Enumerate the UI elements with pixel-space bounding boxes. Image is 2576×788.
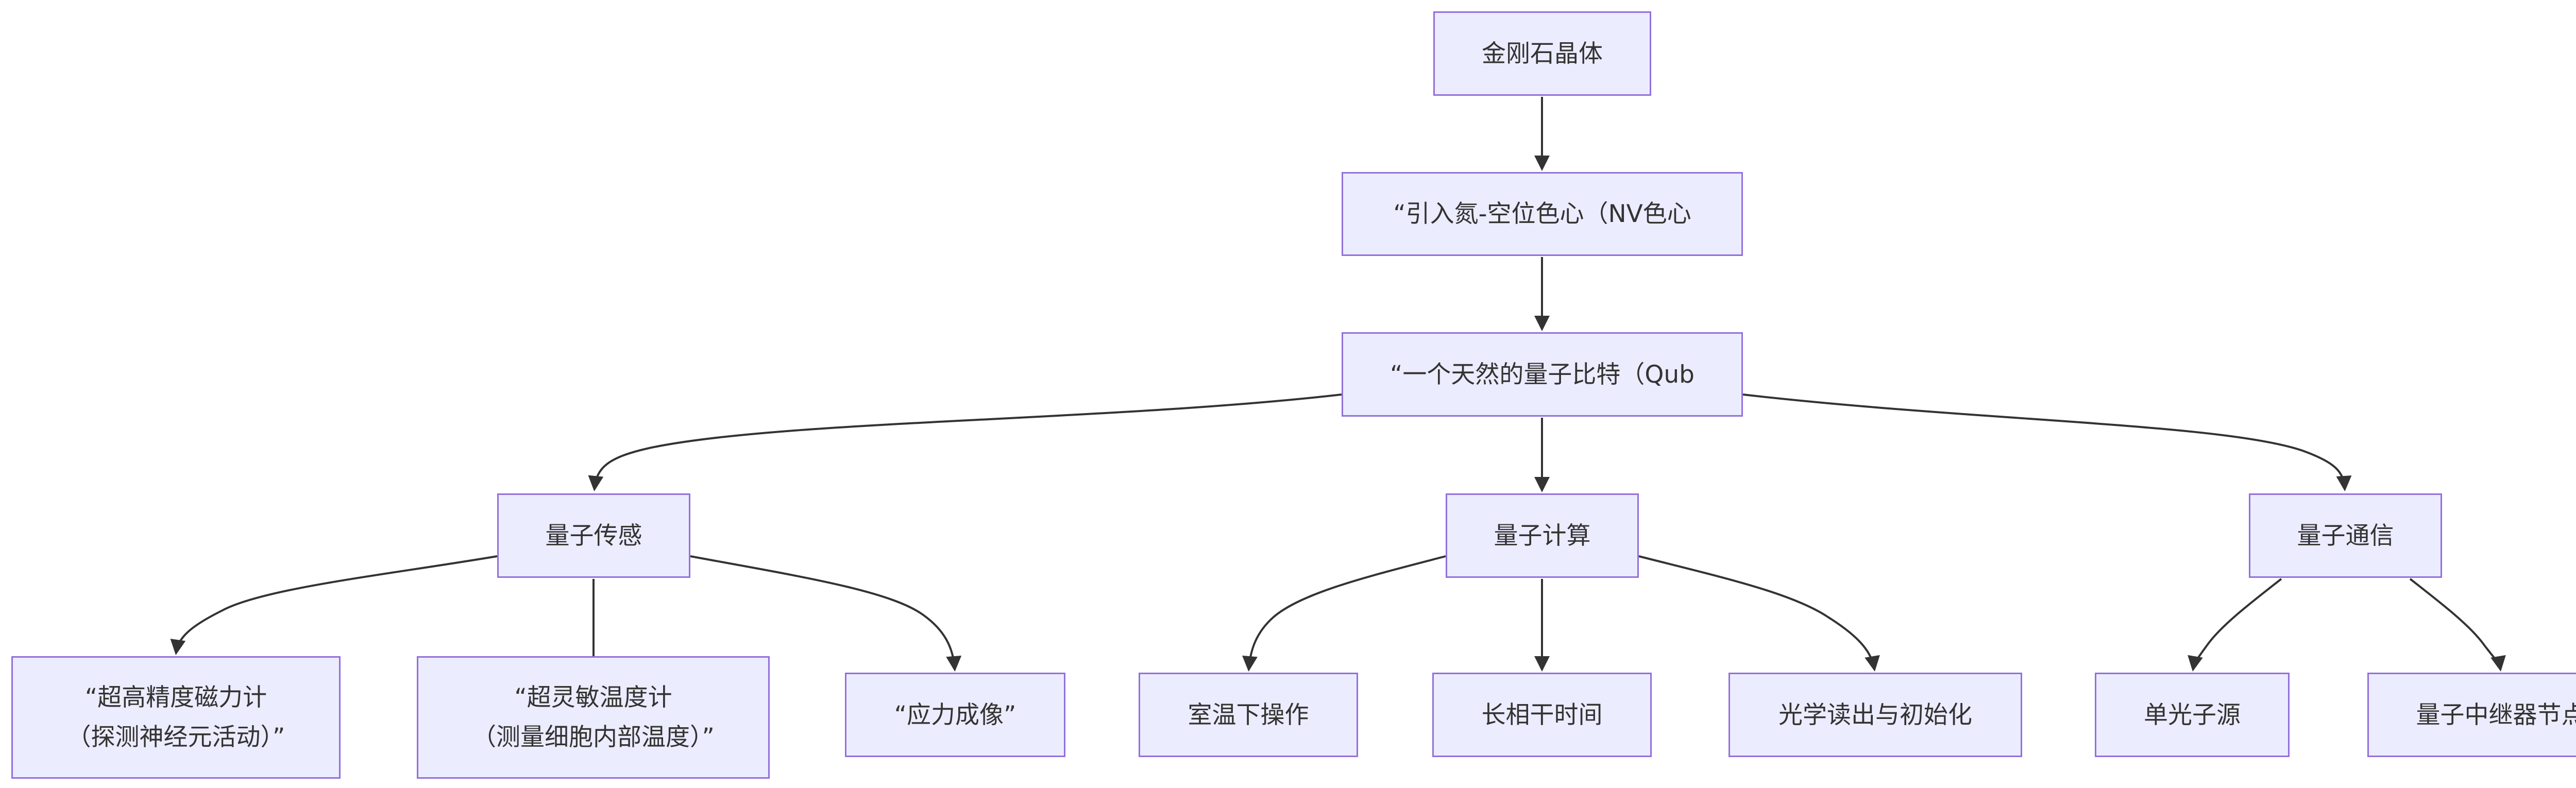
- flow-node-stress-imaging: “应力成像”: [845, 673, 1065, 757]
- flow-node-single-photon-source: 单光子源: [2095, 673, 2290, 757]
- flow-node-quantum-communication: 量子通信: [2249, 493, 2442, 578]
- node-label: 长相干时间: [1481, 700, 1603, 729]
- edge-natural-qubit-to-quantum-sensing: [588, 393, 1342, 491]
- edge-quantum-computing-to-room-temperature-operation: [1242, 555, 1446, 672]
- flow-node-quantum-sensing: 量子传感: [497, 493, 690, 578]
- node-label: “超高精度磁力计: [84, 683, 267, 712]
- flow-node-magnetometer: “超高精度磁力计 （探测神经元活动）”: [11, 656, 341, 779]
- edge-quantum-communication-to-quantum-repeater-node: [2409, 578, 2506, 672]
- node-label: 室温下操作: [1188, 700, 1309, 729]
- node-label: （测量细胞内部温度）”: [472, 723, 715, 751]
- flow-node-natural-qubit: “一个天然的量子比特（Qub: [1342, 332, 1743, 417]
- node-label: 量子通信: [2297, 521, 2394, 550]
- node-label: （探测神经元活动）”: [66, 723, 285, 751]
- flow-node-long-coherence-time: 长相干时间: [1432, 673, 1652, 757]
- flow-node-optical-readout-initialization: 光学读出与初始化: [1728, 673, 2022, 757]
- node-label: 光学读出与初始化: [1778, 700, 1972, 729]
- node-label: “一个天然的量子比特（Qub: [1390, 360, 1694, 389]
- edge-quantum-sensing-to-stress-imaging: [690, 555, 962, 672]
- flow-node-thermometer: “超灵敏温度计 （测量细胞内部温度）”: [417, 656, 770, 779]
- node-label: “引入氮-空位色心（NV色心: [1393, 200, 1691, 228]
- node-label: 量子传感: [545, 521, 642, 550]
- node-label: “超灵敏温度计: [514, 683, 672, 712]
- flow-node-nv-color-center: “引入氮-空位色心（NV色心: [1342, 172, 1743, 256]
- flow-node-diamond-crystal: 金刚石晶体: [1433, 11, 1651, 96]
- flow-node-quantum-computing: 量子计算: [1446, 493, 1639, 578]
- node-label: 量子中继器节点: [2416, 700, 2576, 729]
- edge-natural-qubit-to-quantum-communication: [1742, 393, 2352, 491]
- node-label: 金刚石晶体: [1482, 39, 1603, 68]
- flow-node-quantum-repeater-node: 量子中继器节点: [2367, 673, 2576, 757]
- node-label: 量子计算: [1494, 521, 1591, 550]
- node-label: “应力成像”: [894, 700, 1016, 729]
- flow-node-room-temperature-operation: 室温下操作: [1139, 673, 1358, 757]
- edge-quantum-communication-to-single-photon-source: [2188, 578, 2282, 672]
- node-label: 单光子源: [2144, 700, 2241, 729]
- edge-quantum-computing-to-optical-readout-initialization: [1638, 555, 1880, 672]
- edge-quantum-sensing-to-magnetometer: [170, 555, 498, 655]
